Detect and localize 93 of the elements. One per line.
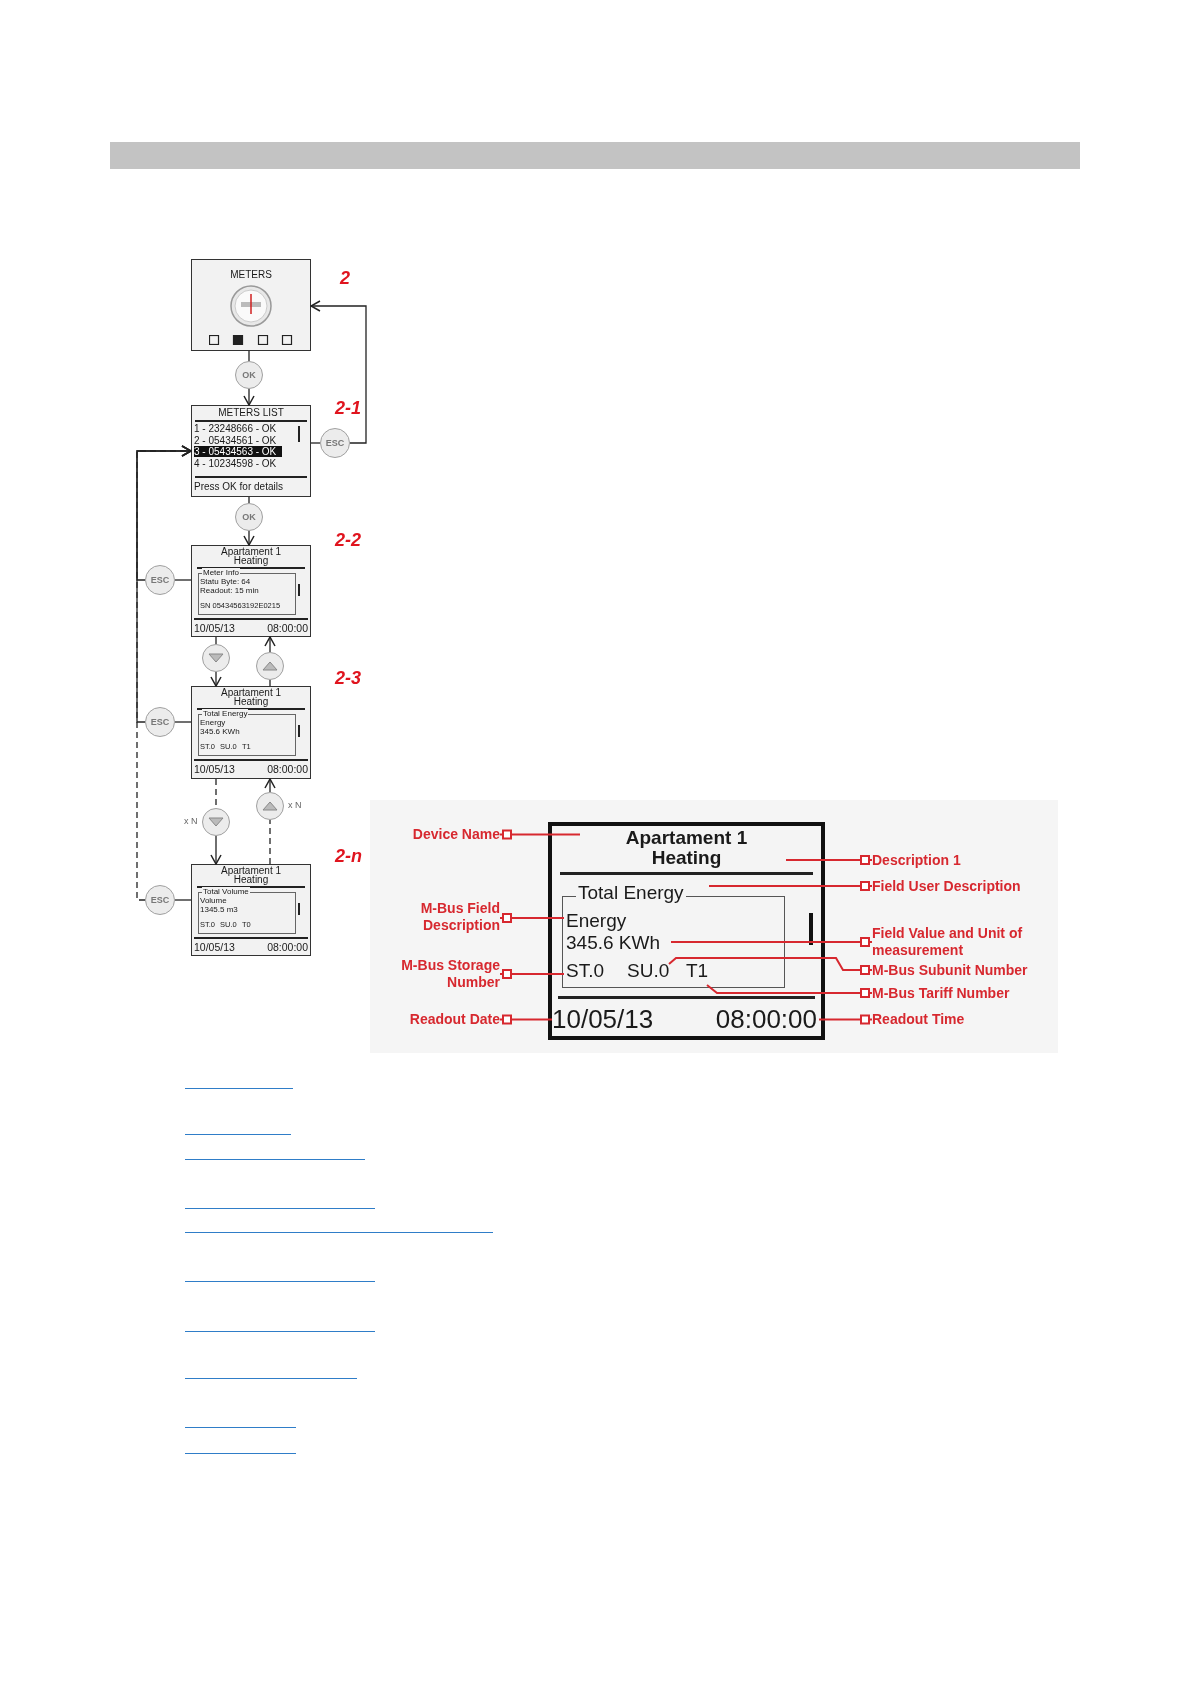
time-text: 08:00:00 — [267, 941, 308, 953]
key-button: ESC — [320, 428, 350, 458]
connector-line — [174, 721, 192, 723]
step-number: 2-n — [335, 846, 362, 867]
device-name: Apartament 1 Heating — [624, 828, 749, 868]
key-button: OK — [235, 503, 263, 531]
date-text: 10/05/13 — [194, 622, 235, 634]
step-number: 2-1 — [335, 398, 361, 419]
callout-label: Field User Description — [872, 878, 1052, 895]
connector-line — [174, 899, 192, 901]
callout-label: M-Bus Subunit Number — [872, 962, 1052, 979]
leader-line — [499, 1014, 553, 1025]
leader-line — [706, 984, 873, 998]
screen-display — [191, 259, 311, 351]
field-text: Energy — [566, 910, 627, 932]
leader-line — [499, 829, 581, 840]
callout-label: M-Bus Tariff Number — [872, 985, 1052, 1002]
key-button: ESC — [145, 707, 175, 737]
leader-line — [499, 969, 565, 979]
list-row-text: 4 - 10234598 - OK — [194, 457, 278, 469]
connector-line — [269, 679, 271, 687]
leader-line — [499, 913, 565, 923]
callout-label: Description 1 — [872, 852, 1052, 869]
connector-line — [310, 442, 321, 444]
screen-display — [548, 822, 825, 1040]
arrow — [210, 835, 222, 865]
callout-label: Readout Date — [385, 1011, 500, 1028]
field-text: 345.6 KWh — [200, 727, 240, 736]
step-number: 2-3 — [335, 668, 361, 689]
field-text: 1345.5 m3 — [200, 905, 238, 914]
date-text: 10/05/13 — [194, 941, 235, 953]
step-number: 2-2 — [335, 530, 361, 551]
list-row-text: 1 - 23248666 - OK — [194, 423, 278, 434]
arrow — [310, 300, 367, 444]
menu-title: METERS LIST — [217, 407, 285, 419]
key-button: ESC — [145, 885, 175, 915]
step-number: 2 — [340, 268, 350, 289]
field-title: Meter Info — [202, 568, 240, 577]
time-text: 08:00:00 — [715, 1004, 817, 1034]
date-text: 10/05/13 — [552, 1004, 654, 1034]
list-row-text: 2 - 05434561 - OK — [194, 434, 278, 446]
hint-text: Press OK for details — [194, 481, 283, 493]
arrow — [243, 530, 255, 546]
connector-line — [248, 496, 250, 504]
repeat-label: x N — [288, 800, 302, 810]
list-row: 3 - 05434563 - OK — [194, 446, 283, 457]
screen-display — [191, 405, 311, 497]
field-text: Statu Byte: 64 — [200, 577, 251, 586]
field-text: 345.6 KWh — [566, 932, 660, 954]
connector-line — [269, 819, 271, 865]
field-title: Total Energy — [202, 709, 249, 718]
callout-label: M-Bus Storage Number — [385, 957, 500, 991]
leader-line — [818, 1014, 873, 1025]
device-name: Apartament 1 Heating — [219, 547, 282, 565]
callout-label: Readout Time — [872, 1011, 1052, 1028]
field-text: Volume — [200, 896, 227, 905]
field-text: T1 — [686, 960, 709, 982]
callout-label: Device Name — [385, 826, 500, 843]
time-text: 08:00:00 — [267, 763, 308, 775]
connector-line — [248, 350, 250, 362]
key-button: OK — [235, 361, 263, 389]
leader-line — [785, 855, 873, 865]
field-text: Readout: 15 min — [200, 586, 259, 595]
arrow-key-button — [202, 808, 230, 836]
arrow-key-button — [256, 652, 284, 680]
arrow — [210, 671, 222, 687]
callout-label: M-Bus Field Description — [385, 900, 500, 934]
menu-title: METERS — [229, 269, 273, 280]
leader-line — [708, 881, 873, 891]
field-text: SU.0 — [627, 960, 670, 982]
leader-line — [668, 957, 873, 975]
arrow-key-button — [202, 644, 230, 672]
leader-line — [670, 937, 873, 947]
time-text: 08:00:00 — [267, 622, 308, 634]
arrow — [243, 388, 255, 406]
screen-display — [191, 545, 311, 637]
device-name: Apartament 1 Heating — [219, 866, 282, 884]
date-text: 10/05/13 — [194, 763, 235, 775]
field-text: ST.0 — [566, 960, 605, 982]
connector-line — [174, 579, 192, 581]
field-text: Energy — [200, 718, 226, 727]
screen-display — [191, 864, 311, 956]
arrow — [136, 445, 192, 723]
device-name: Apartament 1 Heating — [219, 688, 282, 706]
callout-label: Field Value and Unit of measurement — [872, 925, 1052, 959]
key-button: ESC — [145, 565, 175, 595]
connector-line — [215, 636, 217, 645]
arrow — [264, 636, 276, 653]
arrow-key-button — [256, 792, 284, 820]
screen-display — [191, 686, 311, 779]
repeat-label: x N — [184, 816, 198, 826]
arrow — [264, 778, 276, 793]
field-title: Total Volume — [202, 887, 250, 896]
